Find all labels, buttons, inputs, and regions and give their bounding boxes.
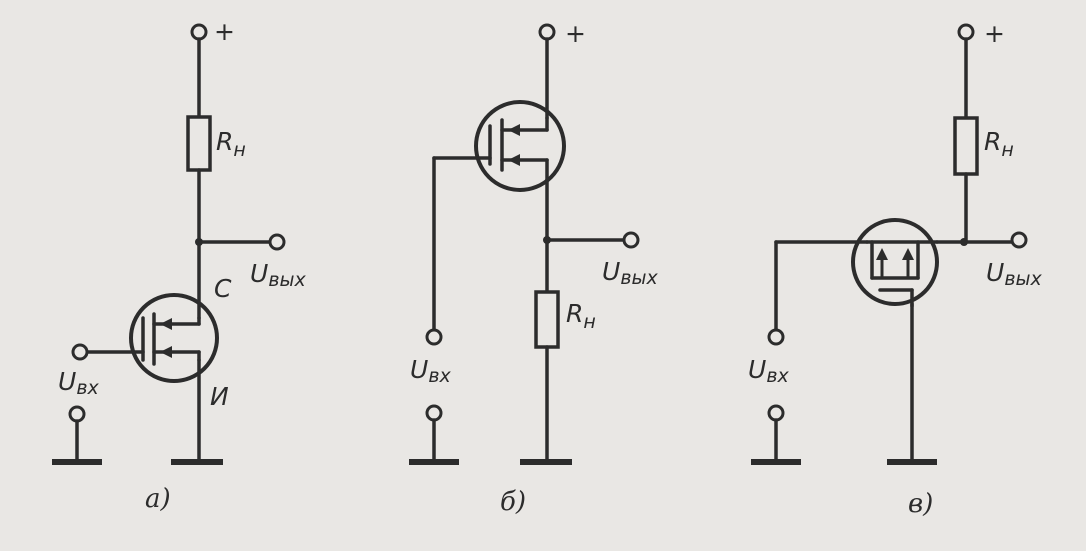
input-label-c: Uвх: [748, 355, 790, 387]
drain-label-a: С: [214, 274, 232, 303]
caption-c: в): [908, 489, 933, 519]
supply-terminal-a: [190, 23, 208, 41]
supply-plus-a: +: [214, 17, 235, 46]
caption-b: б): [500, 487, 526, 517]
mosfet-transistor-b: [474, 100, 566, 192]
output-terminal-a: [268, 233, 286, 251]
supply-plus-c: +: [984, 19, 1005, 48]
ground-terminal-c: [767, 404, 785, 422]
load-label-a: Rн: [216, 127, 246, 161]
ground-terminal-b: [425, 404, 443, 422]
output-terminal-b: [622, 231, 640, 249]
load-resistor-b: [534, 290, 560, 349]
input-terminal-a: [71, 343, 89, 361]
caption-a: а): [145, 484, 171, 514]
mosfet-transistor-a: [129, 293, 219, 383]
supply-terminal-b: [538, 23, 556, 41]
circuit-a: + Rн Uвых С: [52, 17, 307, 514]
jfet-transistor-c: [851, 218, 939, 308]
load-label-c: Rн: [984, 127, 1014, 161]
circuit-c: + Rн Uвых Uвх: [748, 19, 1043, 519]
output-label-c: Uвых: [986, 258, 1043, 290]
input-terminal-c: [767, 328, 785, 346]
output-label-a: Uвых: [250, 259, 307, 291]
circuit-b: + Uвх Uвых Rн: [409, 19, 659, 517]
source-label-a: И: [210, 382, 229, 411]
supply-terminal-c: [957, 23, 975, 41]
load-resistor-a: [186, 115, 212, 172]
ground-terminal-a: [68, 405, 86, 423]
output-terminal-c: [1010, 231, 1028, 249]
load-resistor-c: [953, 116, 979, 176]
output-label-b: Uвых: [602, 257, 659, 289]
input-label-b: Uвх: [410, 355, 452, 387]
load-label-b: Rн: [566, 299, 596, 333]
input-label-a: Uвх: [58, 367, 100, 399]
supply-plus-b: +: [565, 19, 586, 48]
input-terminal-b: [425, 328, 443, 346]
